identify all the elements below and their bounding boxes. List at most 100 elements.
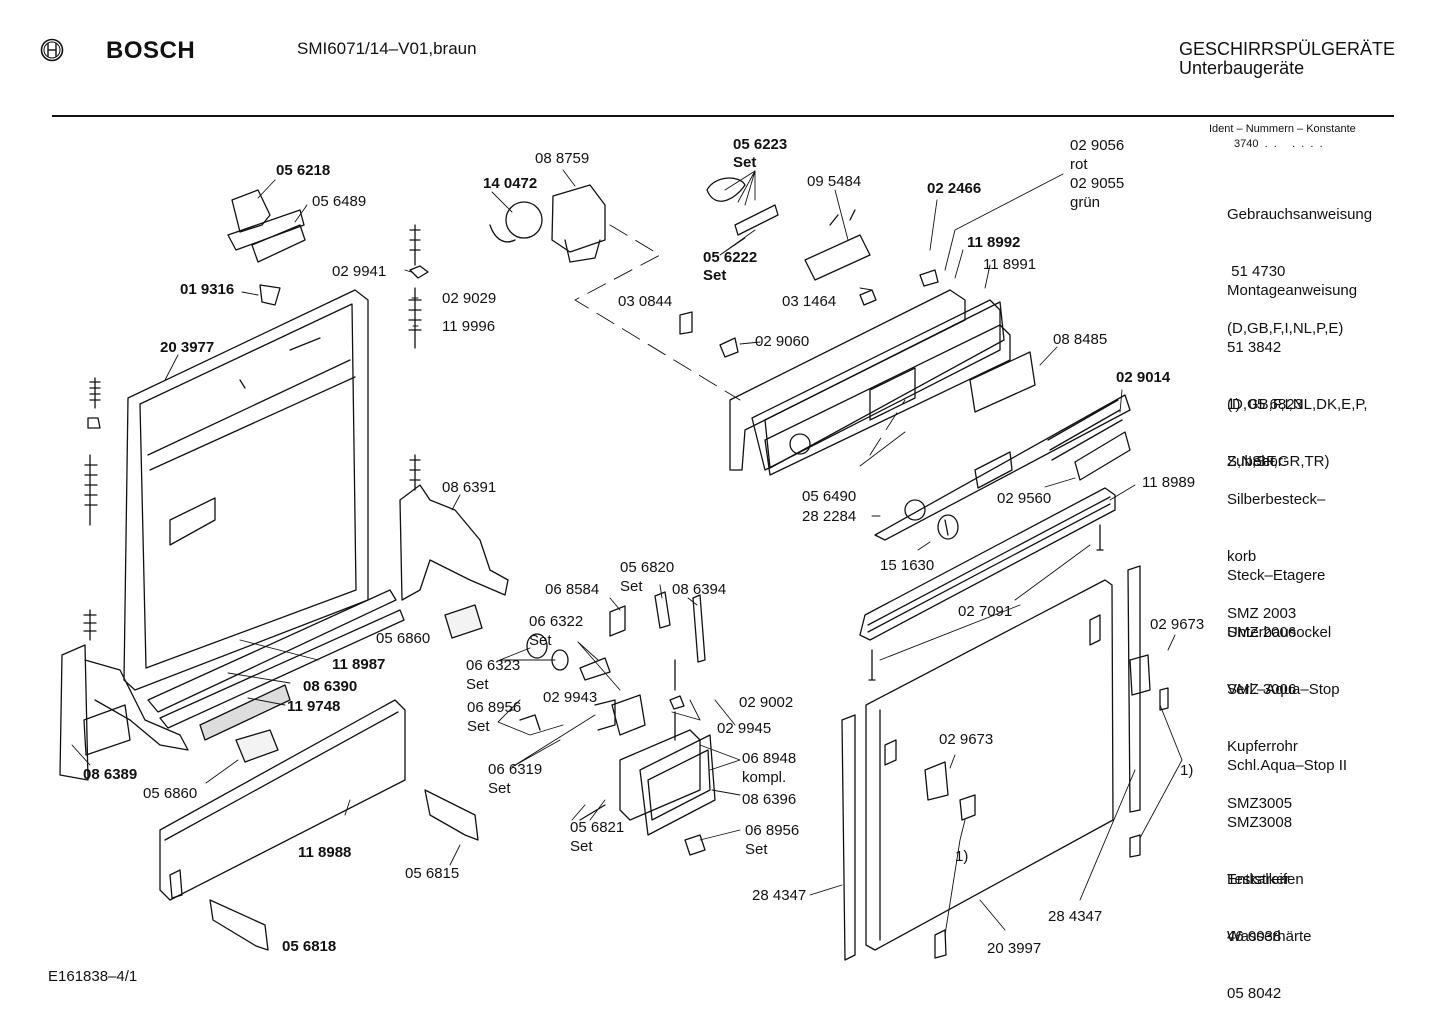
part-label: 11 8992 [967,234,1021,251]
block-title: Gebrauchsanweisung [1227,206,1373,223]
control-fascia [765,325,1130,540]
part-label: 06 8956 Set [745,822,800,858]
block-title: Unterbausockel [1227,624,1332,641]
block-line: SMZ 2003 [1227,605,1297,622]
knob [938,515,958,539]
block-title: Steck–Etagere [1227,567,1326,584]
model-number: SMI6071/14–V01,braun [297,39,477,58]
block-line: Set [1227,453,1275,470]
sidebar-block: Verl.–Aqua–Stop Kupferrohr SMZ3005 [1227,642,1340,832]
part-label: 08 6396 [742,791,797,808]
hinge-bracket-right [400,225,508,600]
ident-title: Ident – Nummern – Konstante [1209,123,1356,135]
block-line: 46 0038 [1227,928,1282,945]
block-line: S,N,SF,GR,TR) [1227,453,1330,470]
block-line: SMZ 2006 [1227,624,1297,641]
part-label: 08 6389 [83,766,138,783]
door-handle-latch [228,190,305,305]
part-label: 14 0472 [483,175,538,192]
part-label: 11 9996 [442,318,496,335]
sidebar-block: Montageanweisung 51 3842 (D,GB,F,I,NL,DK… [1227,243,1368,490]
dashed-connector-lines [575,225,905,455]
part-label: 02 2466 [927,180,982,197]
button-module [970,352,1035,412]
part-label: 02 9941 [332,263,387,280]
block-line: 05 8042 [1227,985,1282,1002]
block-line: Kupferrohr [1227,738,1298,755]
part-label: 08 6391 [442,479,497,496]
part-label: 1) [1180,762,1194,779]
part-label: 08 6394 [672,581,727,598]
block-title: Schl.Aqua–Stop II [1227,757,1348,774]
kick-plate [160,700,405,900]
part-label: 20 3997 [987,940,1042,957]
part-label: 01 9316 [180,281,235,298]
hinge-springs [84,378,100,640]
door-latch [925,655,1168,958]
part-label: 02 9673 [939,731,994,748]
block-line: korb [1227,548,1257,565]
small-parts [680,178,938,357]
category-title: GESCHIRRSPÜLGERÄTE [1179,39,1396,59]
part-label: 05 6860 [143,785,198,802]
part-label: 02 9060 [755,333,810,350]
part-label: 03 1464 [782,293,837,310]
detergent-dispenser [580,695,715,855]
part-label: 11 8989 [1142,474,1196,491]
part-label: 05 6820 Set [620,559,675,595]
part-label: 02 9056 rot 02 9055 grün [1070,137,1125,211]
block-line: 51 4730 [1227,263,1286,280]
part-label: 05 6222 Set [703,249,758,284]
foam-block [236,605,482,762]
ident-value: 3740 . . . . . . [1234,138,1323,150]
category-subtitle: Unterbaugeräte [1179,58,1305,78]
door-seal-bars [148,590,404,740]
sidebar-block: Steck–Etagere SMZ 2006 [1227,528,1325,661]
part-label: 11 8987 [332,656,386,673]
part-label: 05 6818 [282,938,337,955]
part-label: 05 6218 [276,162,331,179]
part-label: 28 4347 [752,887,807,904]
sidebar-block: Silberbesteck– korb SMZ 2003 [1227,452,1325,642]
control-panel-frame [730,290,1004,470]
block-title: Silberbesteck– [1227,491,1326,508]
part-label: 08 8759 [535,150,590,167]
part-label: 06 8948 kompl. [742,750,797,786]
sidebar-block: Unterbausockel SMZ 3006 [1227,585,1331,718]
part-label: 1) [955,848,969,865]
mounting-bracket [210,790,478,950]
block-line: SMZ 3006 [1227,681,1297,698]
part-label: 02 9945 [717,720,772,737]
part-label: 05 6490 [802,488,857,505]
part-label: 06 8956 Set [467,699,522,735]
part-label: 20 3977 [160,339,215,356]
sidebar-block: Gebrauchsanweisung 51 4730 (D,GB,F,I,NL,… [1227,167,1372,357]
block-title: Entkalker [1227,871,1290,888]
part-label: 08 6390 [303,678,358,695]
hinge-left [60,645,188,780]
part-label: 05 6815 [405,865,460,882]
front-door-panel [866,580,1113,950]
side-trim-strip [842,566,1140,960]
part-label: 02 9014 [1116,369,1171,386]
part-label: 06 8584 [545,581,600,598]
programme-timer [490,185,605,262]
part-label: 09 5484 [807,173,862,190]
part-label: 03 0844 [618,293,673,310]
part-label: 11 8988 [298,844,352,861]
part-label: 08 8485 [1053,331,1108,348]
block-line: Wasserhärte [1227,928,1312,945]
drawing-code: E161838–4/1 [48,968,138,985]
part-label: 02 9029 [442,290,497,307]
bosch-logo [40,38,64,67]
part-label: 02 9560 [997,490,1052,507]
part-label: 06 6322 Set [529,613,584,649]
block-line: 51 3842 [1227,339,1282,356]
part-label: 06 6319 Set [488,761,543,797]
part-label: 11 8991 [983,256,1037,273]
part-label: 15 1630 [880,557,935,574]
block-line: (D,GB,F,I,NL,DK,E,P, [1227,396,1368,413]
part-label: 02 7091 [958,603,1013,620]
brand-name: BOSCH [106,37,196,64]
